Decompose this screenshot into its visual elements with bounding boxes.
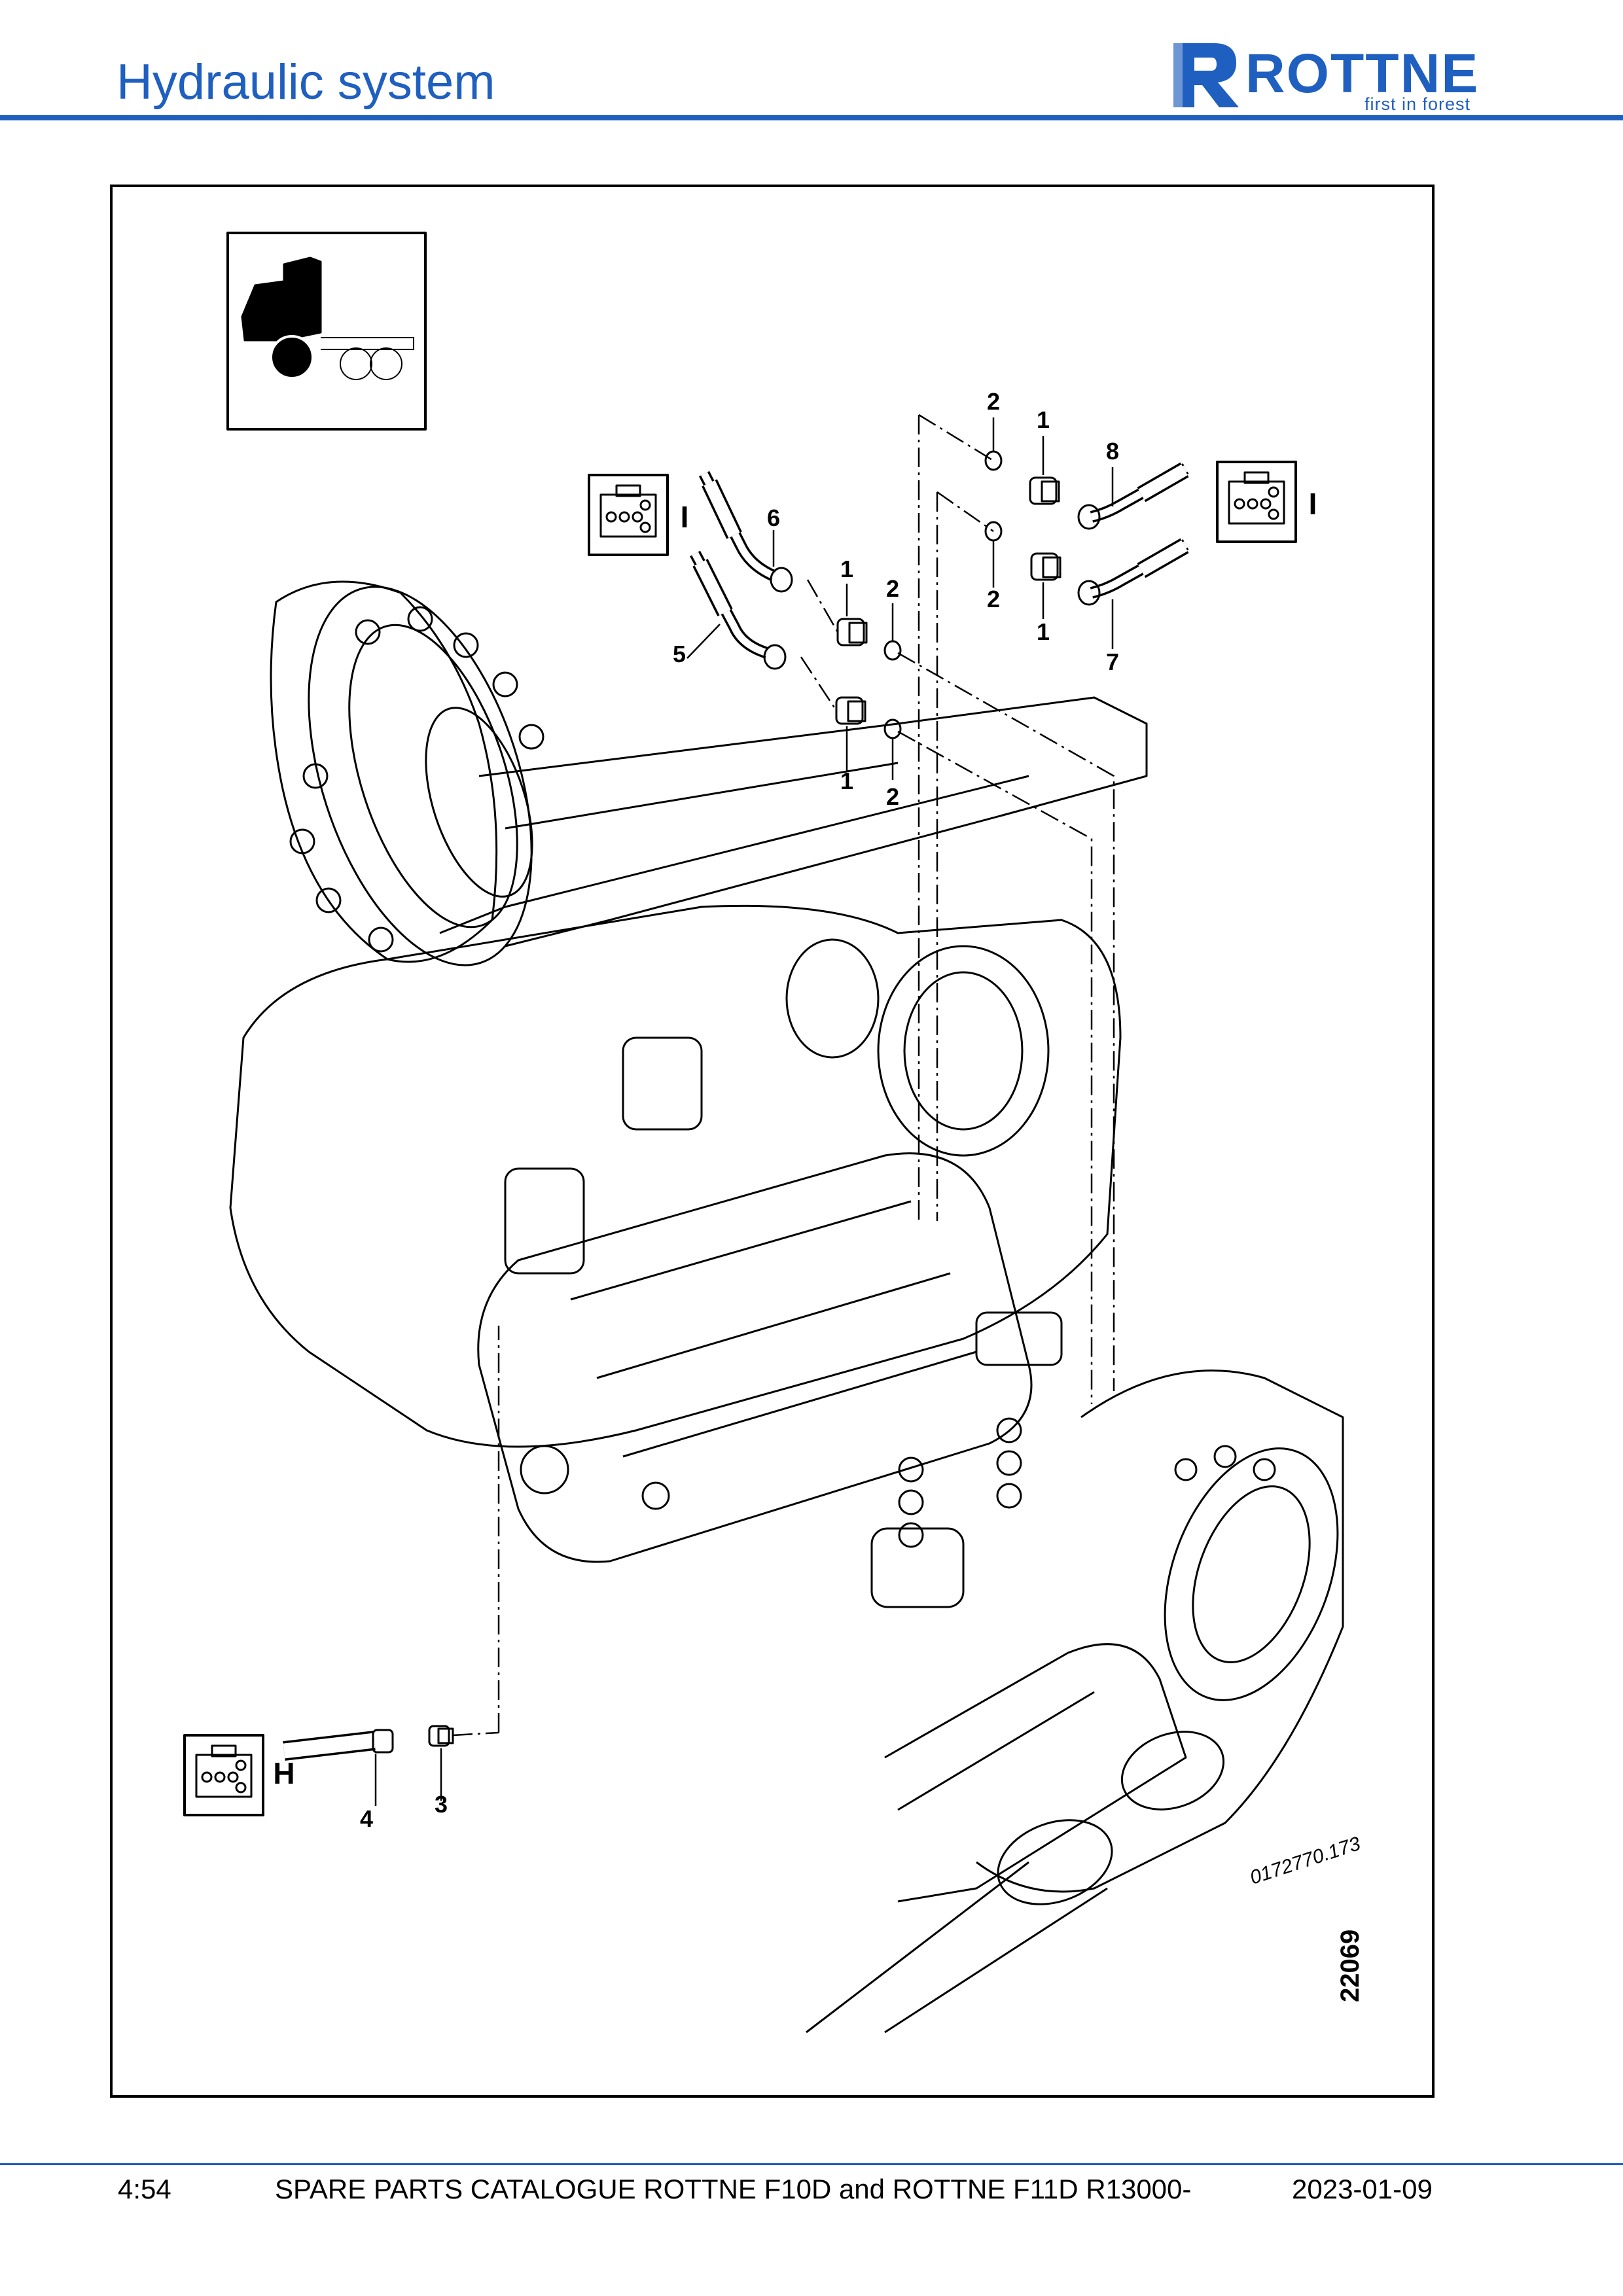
drawing-frame bbox=[110, 185, 1435, 2098]
connector-symbol-lower-left-icon bbox=[183, 1734, 264, 1816]
part-serial-label: 0172770.173 bbox=[1247, 1833, 1363, 1889]
callout-6: 6 bbox=[767, 504, 780, 531]
callout-1-right: 1 bbox=[1037, 618, 1050, 645]
callout-2-left-lower: 2 bbox=[886, 783, 899, 810]
callout-7: 7 bbox=[1106, 648, 1119, 675]
callout-1-top: 1 bbox=[1037, 406, 1050, 433]
callout-5: 5 bbox=[673, 641, 686, 667]
page-title: Hydraulic system bbox=[116, 54, 495, 110]
routing-lines bbox=[452, 414, 1115, 1737]
hose-assembly-lower bbox=[283, 1725, 454, 1761]
callout-labels: 2 1 8 2 1 7 6 1 2 5 1 2 4 3 I I H bbox=[273, 388, 1317, 1832]
callout-2-top: 2 bbox=[987, 388, 1000, 415]
callout-1-left-upper: 1 bbox=[840, 556, 853, 582]
callout-2-right: 2 bbox=[987, 586, 1000, 612]
callout-2-left-upper: 2 bbox=[886, 575, 899, 602]
rottne-logo: ROTTNE first in forest bbox=[1168, 34, 1522, 114]
exploded-view-drawing: 2 1 8 2 1 7 6 1 2 5 1 2 4 3 I I H 017277… bbox=[183, 232, 1364, 2034]
logo-tagline: first in forest bbox=[1364, 94, 1471, 114]
catalogue-date: 2023-01-09 bbox=[1292, 2174, 1433, 2204]
hose-assembly-upper-right bbox=[984, 450, 1189, 606]
leader-lines bbox=[374, 417, 1114, 1806]
callout-3: 3 bbox=[435, 1791, 448, 1818]
machine-location-inset bbox=[226, 232, 427, 431]
catalogue-title: SPARE PARTS CATALOGUE ROTTNE F10D and RO… bbox=[275, 2174, 1192, 2204]
connector-letter-upper-right: I bbox=[1309, 487, 1317, 521]
callout-1-left-lower: 1 bbox=[840, 768, 853, 794]
callout-4: 4 bbox=[360, 1805, 373, 1832]
connector-symbol-upper-left-icon bbox=[588, 474, 669, 556]
hose-assembly-upper-left bbox=[690, 470, 902, 739]
rottne-r-emblem-icon bbox=[1173, 43, 1239, 107]
header-divider bbox=[0, 115, 1623, 120]
drawing-number: 22069 bbox=[1336, 1930, 1364, 2002]
connector-letter-lower-left: H bbox=[273, 1756, 294, 1790]
callout-8: 8 bbox=[1106, 438, 1119, 465]
connector-symbol-upper-right-icon bbox=[1216, 461, 1297, 543]
logo-wordmark: ROTTNE bbox=[1245, 43, 1480, 104]
page-number: 4:54 bbox=[118, 2174, 171, 2204]
footer-divider bbox=[0, 2163, 1623, 2165]
connector-letter-upper-left: I bbox=[681, 500, 689, 534]
axle-assembly-drawing bbox=[229, 580, 1344, 2034]
